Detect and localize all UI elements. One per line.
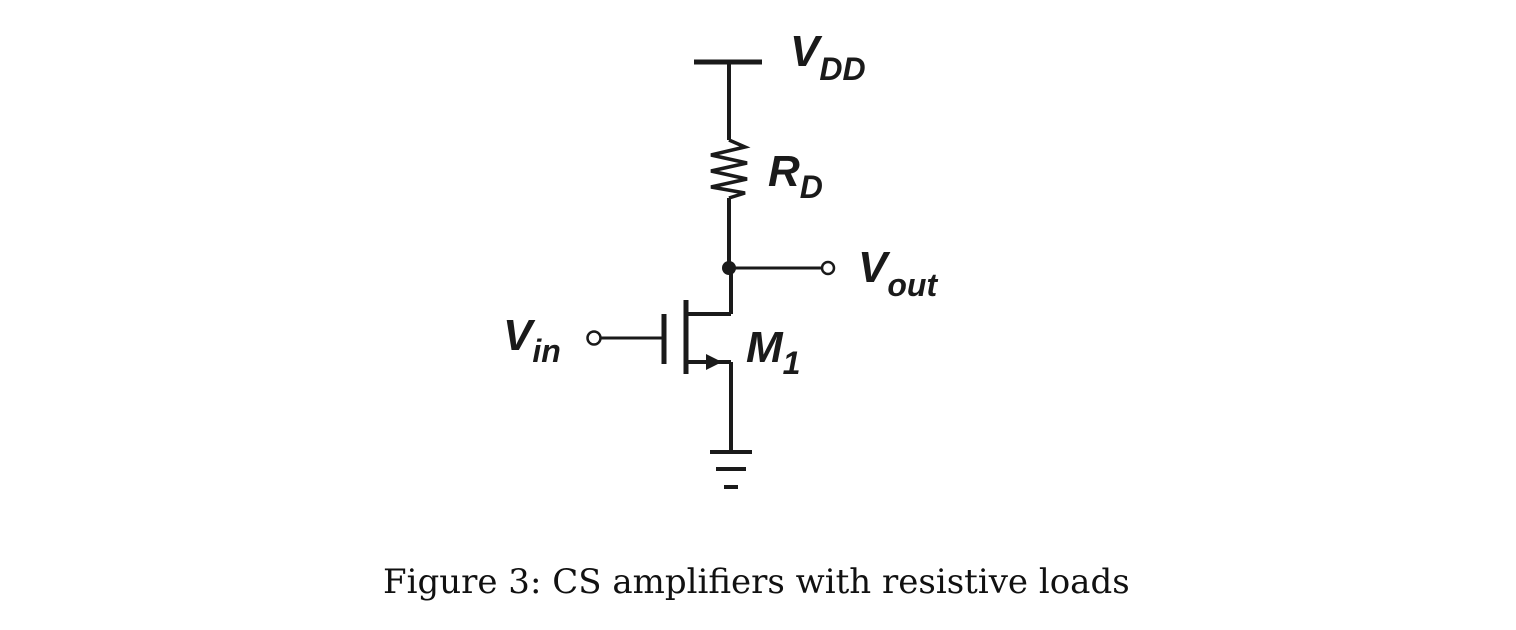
resistor-rd [710, 138, 751, 200]
vin-terminal [586, 330, 602, 346]
m1-label: M1 [746, 323, 800, 381]
vdd-label: VDD [790, 27, 866, 87]
figure-caption: Figure 3: CS amplifiers with resistive l… [383, 562, 1130, 602]
vout-label: Vout [858, 243, 938, 303]
caption-text: CS amplifiers with resistive loads [552, 562, 1130, 602]
vout-terminal [820, 260, 836, 276]
source-arrow [706, 354, 722, 370]
vin-label: Vin [503, 311, 561, 369]
output-node-dot [722, 261, 736, 275]
rd-label: RD [768, 147, 823, 205]
caption-prefix: Figure 3: [383, 562, 542, 602]
